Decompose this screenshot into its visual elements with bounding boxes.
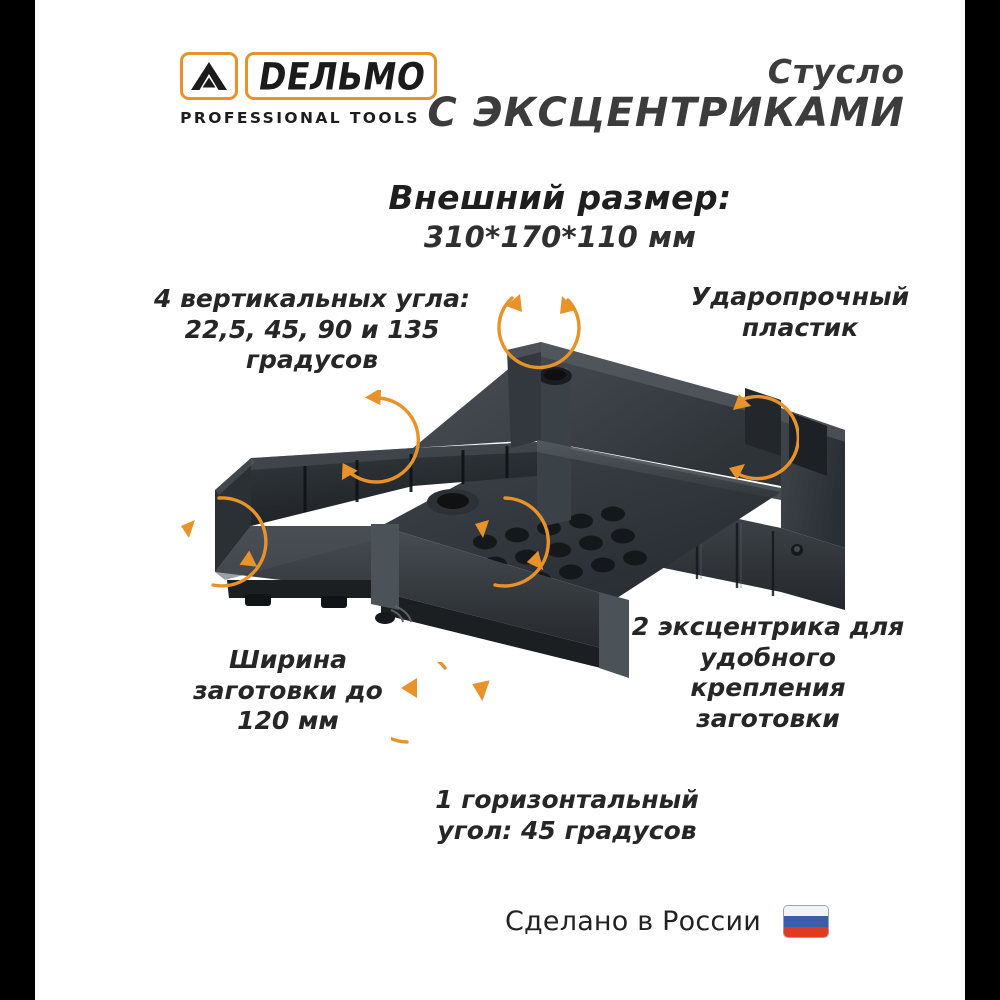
annotation-eccentrics-line-3: заготовки	[696, 703, 840, 733]
annotation-impact-plastic: Ударопрочный пластик	[675, 282, 925, 343]
annotation-eccentrics-line-1: 2 эксцентрика для	[631, 612, 905, 641]
marker-plastic-right	[699, 388, 799, 488]
annotation-vertical-angles: 4 вертикальных угла: 22,5, 45, 90 и 135 …	[147, 284, 477, 376]
annotation-outer-size-label: Внешний размер:	[388, 178, 732, 217]
annotation-horizontal-angle-line-2: угол: 45 градусов	[437, 815, 697, 845]
annotation-outer-size: Внешний размер: 310*170*110 мм	[380, 178, 740, 256]
logo-wordmark: DEЛЬMO	[245, 52, 438, 100]
annotation-vertical-angles-line-1: 4 вертикальных угла:	[154, 284, 470, 313]
page-title: Стусло С ЭКСЦЕНТРИКАМИ	[427, 52, 905, 136]
annotation-horizontal-angle-line-1: 1 горизонтальный	[435, 785, 699, 814]
marker-center-holes	[453, 490, 557, 594]
logo-row: DEЛЬMO	[180, 52, 520, 100]
annotation-vertical-angles-line-3: градусов	[245, 345, 379, 374]
title-line-1: Стусло	[767, 52, 905, 91]
annotation-horizontal-angle: 1 горизонтальный угол: 45 градусов	[407, 785, 727, 846]
annotation-eccentrics-line-2: удобного крепления	[690, 642, 846, 703]
annotation-vertical-angles-line-2: 22,5, 45, 90 и 135	[184, 314, 440, 344]
marker-vertical-angles	[327, 390, 427, 490]
letterbox-right	[965, 0, 1000, 1000]
brand-tagline: PROFESSIONAL TOOLS	[180, 109, 420, 127]
annotation-workpiece-width-line-1: Ширина	[229, 645, 347, 674]
brand-logo: DEЛЬMO PROFESSIONAL TOOLS	[180, 52, 520, 127]
content-canvas: DEЛЬMO PROFESSIONAL TOOLS Стусло С ЭКСЦЕ…	[35, 0, 965, 1000]
russian-flag-icon	[782, 905, 829, 938]
marker-size-top	[490, 276, 590, 376]
annotation-workpiece-width-line-2: заготовки до	[193, 675, 383, 705]
marker-width-left	[167, 490, 271, 594]
annotation-workpiece-width-line-3: 120 мм	[237, 706, 339, 735]
logo-wordmark-text: DEЛЬMO	[255, 53, 429, 99]
miter-box-photo	[185, 280, 865, 700]
annotation-impact-plastic-line-2: пластик	[741, 312, 859, 342]
delta-triangle-icon	[180, 52, 238, 100]
annotation-workpiece-width: Ширина заготовки до 120 мм	[163, 645, 413, 737]
annotation-outer-size-value: 310*170*110 мм	[423, 220, 697, 255]
title-line-2: С ЭКСЦЕНТРИКАМИ	[427, 89, 905, 136]
made-in-russia-badge: Сделано в России	[505, 905, 829, 938]
made-in-russia-label: Сделано в России	[505, 906, 761, 937]
letterbox-left	[0, 0, 35, 1000]
annotation-impact-plastic-line-1: Ударопрочный	[690, 282, 910, 311]
annotation-eccentrics: 2 эксцентрика для удобного крепления заг…	[623, 612, 913, 734]
marker-horizontal-angle	[391, 662, 499, 770]
